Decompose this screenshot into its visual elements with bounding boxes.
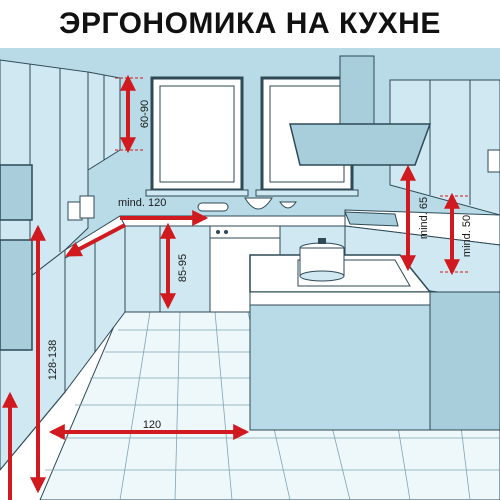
dimension-arrows [2,74,460,500]
label-upper-cabinet-gap: 60-90 [139,100,151,128]
label-oven-column-height: 128-138 [47,340,59,380]
window-left [145,76,249,197]
rolling-pin-icon [197,202,229,212]
label-sink-side-gap: mind. 50 [461,215,473,257]
cooking-pot-icon [299,238,345,282]
sink [344,211,399,227]
small-bowl-icon [279,201,297,209]
upper-cabinets-right [389,79,500,216]
arrow-counter-depth [65,223,126,257]
label-counter-depth: mind. 120 [118,197,166,209]
label-hood-height: mind. 65 [418,197,430,239]
range-hood [289,55,432,166]
label-counter-height: 85-95 [177,254,189,282]
bowl-icon [244,197,273,210]
page-title: ЭРГОНОМИКА НА КУХНЕ [59,7,441,40]
jars-icon [67,195,95,221]
dimension-guides [115,77,468,273]
upper-cabinets-left [87,71,121,171]
label-aisle-width: 120 [143,419,161,431]
